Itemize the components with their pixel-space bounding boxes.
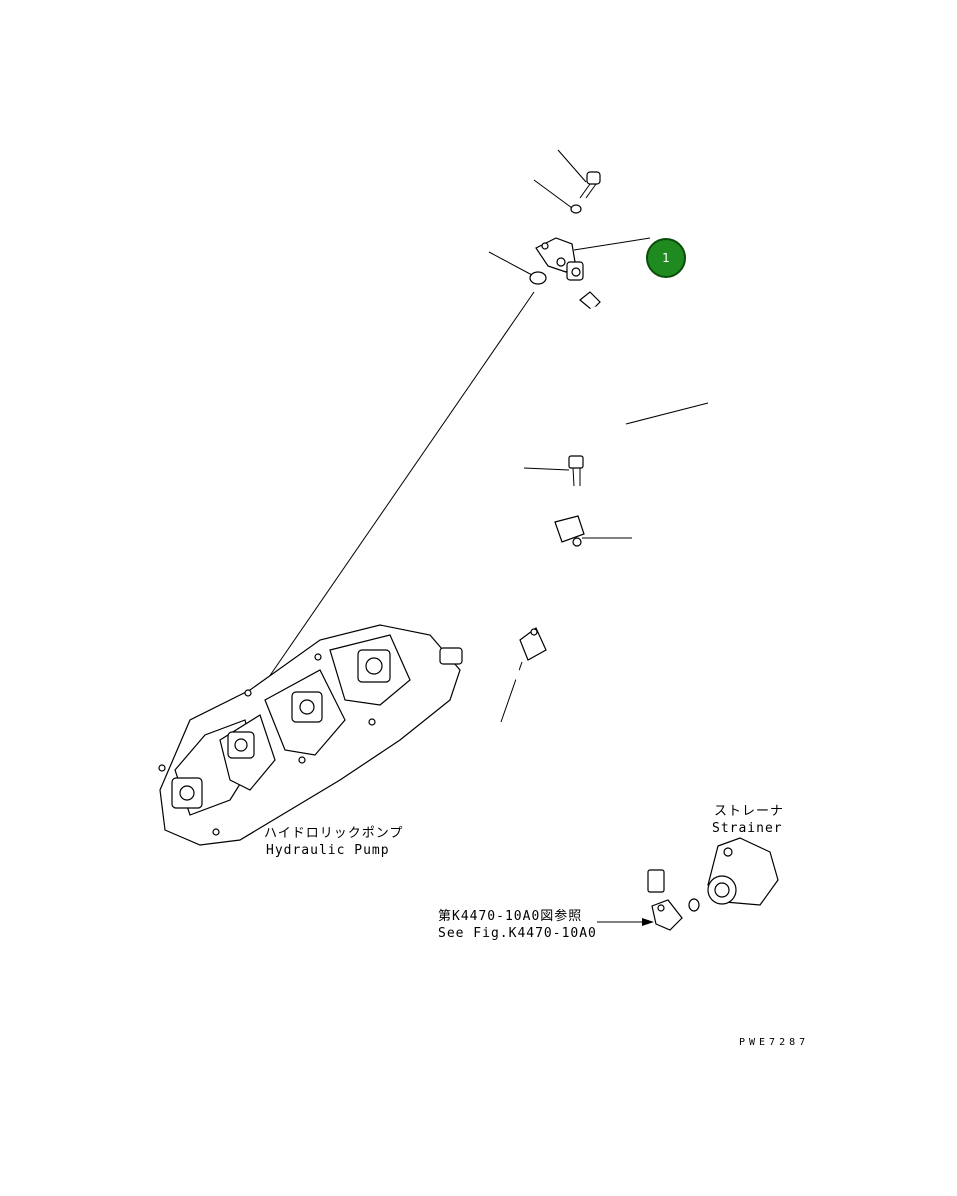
clamp-bolt-icon xyxy=(568,455,584,487)
washer-icon xyxy=(570,204,582,214)
hose-clamp-icon xyxy=(554,515,585,547)
bolt-icon xyxy=(579,171,601,199)
elbow-fitting-icon xyxy=(535,237,584,281)
hose-icon xyxy=(483,291,665,893)
o-ring-icon xyxy=(529,271,547,285)
strainer-icon xyxy=(707,837,779,906)
leader-lines xyxy=(259,149,709,723)
drawing-code: PWE7287 xyxy=(739,1037,810,1048)
strainer-label-en: Strainer xyxy=(712,821,783,836)
elbow-fitting-bottom-icon xyxy=(651,899,683,931)
hydraulic-pump-icon xyxy=(158,624,463,846)
reference-label-en[interactable]: See Fig.K4470-10A0 xyxy=(438,926,597,941)
callout-badge-1[interactable]: 1 xyxy=(646,238,686,278)
strainer-label-jp: ストレーナ xyxy=(714,804,785,819)
o-ring-bottom-icon xyxy=(688,898,700,912)
reference-arrow xyxy=(597,918,654,926)
pump-label-en: Hydraulic Pump xyxy=(266,843,390,858)
pump-label-jp: ハイドロリックポンプ xyxy=(264,826,404,841)
reference-label-jp[interactable]: 第K4470-10A0図参照 xyxy=(438,909,583,924)
hose-clamp-icon xyxy=(519,627,547,661)
